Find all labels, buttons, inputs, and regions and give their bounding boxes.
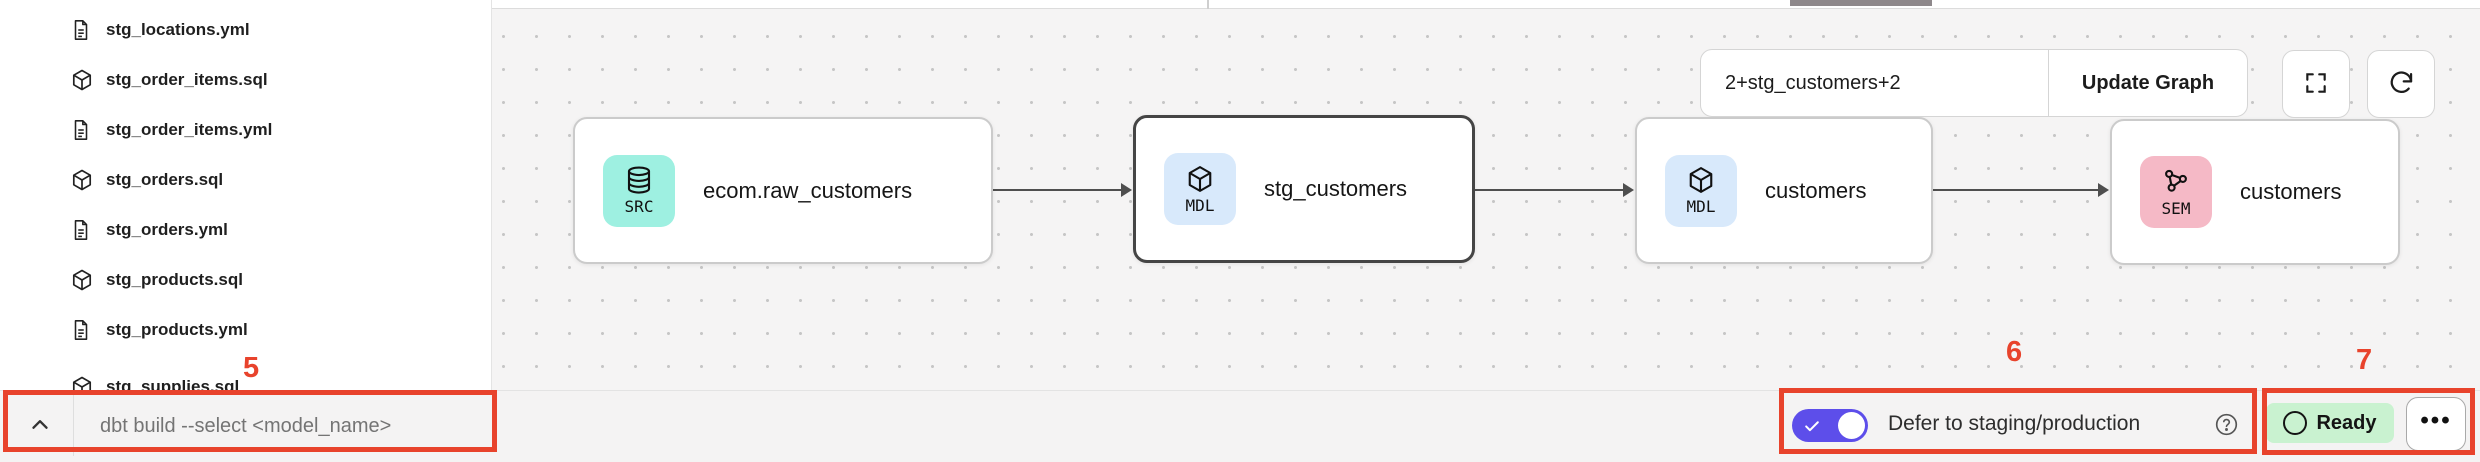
cube-icon xyxy=(1188,165,1212,192)
arrowhead-icon xyxy=(1623,183,1634,197)
arrowhead-icon xyxy=(1121,183,1132,197)
badge-label: MDL xyxy=(1686,197,1716,216)
database-icon xyxy=(627,166,651,194)
source-badge: SRC xyxy=(603,154,675,227)
model-cube-icon xyxy=(70,68,94,92)
file-name: stg_order_items.yml xyxy=(106,120,273,139)
graph-selector-group: Update Graph xyxy=(1700,49,2248,117)
yml-file-icon xyxy=(70,218,94,242)
fullscreen-icon xyxy=(2303,70,2329,99)
edge-raw-customers-to-stg-customers xyxy=(993,189,1121,191)
help-question-icon[interactable] xyxy=(2214,412,2239,442)
file-name: stg_orders.yml xyxy=(106,220,228,239)
yml-file-icon xyxy=(70,18,94,42)
check-icon xyxy=(1802,416,1822,439)
semantic-badge: SEM xyxy=(2140,156,2212,228)
yml-file-icon xyxy=(70,118,94,142)
defer-toggle[interactable] xyxy=(1792,409,1868,442)
collapse-panel-button[interactable] xyxy=(22,408,58,444)
file-name: stg_locations.yml xyxy=(106,20,250,39)
file-item-stg-orders-sql[interactable]: stg_orders.sql xyxy=(0,155,491,205)
defer-toggle-label: Defer to staging/production xyxy=(1888,412,2141,435)
editor-tab-strip xyxy=(492,0,2480,9)
semantic-graph-icon xyxy=(2165,169,2187,192)
model-cube-icon xyxy=(70,375,94,390)
file-tree-sidebar: stg_locations.yml stg_order_items.sql st… xyxy=(0,0,492,390)
node-label: customers xyxy=(2240,179,2342,204)
model-cube-icon xyxy=(70,268,94,292)
model-badge: MDL xyxy=(1665,154,1737,227)
fullscreen-button[interactable] xyxy=(2282,50,2350,118)
file-item-stg-locations-yml[interactable]: stg_locations.yml xyxy=(0,5,491,55)
file-item-stg-products-yml[interactable]: stg_products.yml xyxy=(0,305,491,355)
command-bar-divider xyxy=(73,394,74,456)
badge-label: MDL xyxy=(1185,195,1215,215)
refresh-graph-button[interactable] xyxy=(2367,50,2435,118)
file-name: stg_products.yml xyxy=(106,320,248,339)
tab-divider xyxy=(1207,0,1209,9)
ide-status-badge[interactable]: Ready xyxy=(2266,403,2394,443)
file-item-stg-order-items-sql[interactable]: stg_order_items.sql xyxy=(0,55,491,105)
file-name: stg_order_items.sql xyxy=(106,70,268,89)
file-item-stg-orders-yml[interactable]: stg_orders.yml xyxy=(0,205,491,255)
lineage-node-customers-semantic[interactable]: SEM customers xyxy=(2110,119,2400,265)
lineage-node-source-raw-customers[interactable]: SRC ecom.raw_customers xyxy=(573,117,993,264)
node-label: ecom.raw_customers xyxy=(703,177,913,203)
status-circle-icon xyxy=(2283,411,2308,435)
status-label: Ready xyxy=(2316,411,2377,434)
lineage-node-stg-customers[interactable]: MDL stg_customers xyxy=(1133,115,1475,263)
badge-label: SRC xyxy=(624,197,654,216)
node-label: customers xyxy=(1765,177,1867,203)
lineage-node-customers-model[interactable]: MDL customers xyxy=(1635,117,1933,264)
selector-divider xyxy=(2048,50,2049,116)
file-name: stg_products.sql xyxy=(106,270,243,289)
graph-selector-input[interactable] xyxy=(1701,50,2048,116)
yml-file-icon xyxy=(70,318,94,342)
chevron-up-icon xyxy=(27,412,53,441)
file-item-stg-order-items-yml[interactable]: stg_order_items.yml xyxy=(0,105,491,155)
arrowhead-icon xyxy=(2098,183,2109,197)
horizontal-scrollbar-thumb[interactable] xyxy=(1790,0,1932,6)
update-graph-button[interactable]: Update Graph xyxy=(2049,50,2247,116)
model-badge: MDL xyxy=(1164,153,1236,225)
dbt-command-input[interactable] xyxy=(100,402,520,450)
edge-stg-customers-to-customers xyxy=(1475,189,1623,191)
badge-label: SEM xyxy=(2161,198,2191,218)
cube-icon xyxy=(1689,167,1713,193)
toggle-knob xyxy=(1838,412,1865,439)
model-cube-icon xyxy=(70,168,94,192)
file-item-stg-products-sql[interactable]: stg_products.sql xyxy=(0,255,491,305)
refresh-icon xyxy=(2388,69,2415,99)
file-name: stg_orders.sql xyxy=(106,170,224,189)
file-name: stg_supplies.sql xyxy=(106,377,240,390)
edge-customers-to-semantic-customers xyxy=(1933,189,2098,191)
node-label: stg_customers xyxy=(1264,176,1408,201)
more-options-button[interactable]: ••• xyxy=(2406,397,2466,451)
file-item-clipped[interactable]: stg_supplies.sql xyxy=(0,362,491,390)
